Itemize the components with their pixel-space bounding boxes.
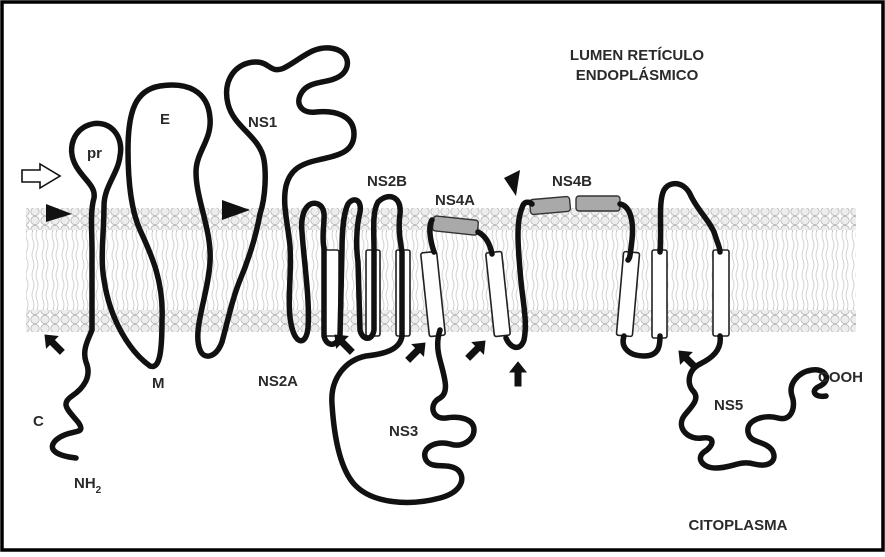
open-arrow-icon [22,164,60,188]
chain-ns3-region [332,330,474,502]
triangle-marker-icon [504,170,520,196]
nh2-label: NH2 [74,475,102,496]
helix-ns4b-amph-1 [529,196,570,214]
helix-ns4b-3 [713,250,729,336]
ns1-label: NS1 [248,114,277,131]
ns3-label: NS3 [389,423,418,440]
helix-ns4b-amph-2 [576,196,620,211]
ns4a-label: NS4A [435,192,475,209]
ns4b-label: NS4B [552,173,592,190]
c-label: C [33,413,44,430]
helix-ns4b-2 [652,250,667,338]
ns2b-label: NS2B [367,173,407,190]
chain-ns5-region [681,336,826,468]
cooh-label: COOH [818,369,863,386]
pr-label: pr [87,145,102,162]
ns5-label: NS5 [714,397,743,414]
arrow-icon [673,345,701,373]
cytoplasm-label: CITOPLASMA [689,517,788,534]
arrow-icon [462,335,490,363]
lumen-label: LUMEN RETÍCULO [570,47,704,64]
lumen-label-2: ENDOPLÁSMICO [576,67,699,84]
arrow-icon [510,362,526,386]
e-label: E [160,111,170,128]
arrow-icon [402,337,430,365]
ns2a-label: NS2A [258,373,298,390]
arrow-icon [39,329,67,357]
m-label: M [152,375,165,392]
